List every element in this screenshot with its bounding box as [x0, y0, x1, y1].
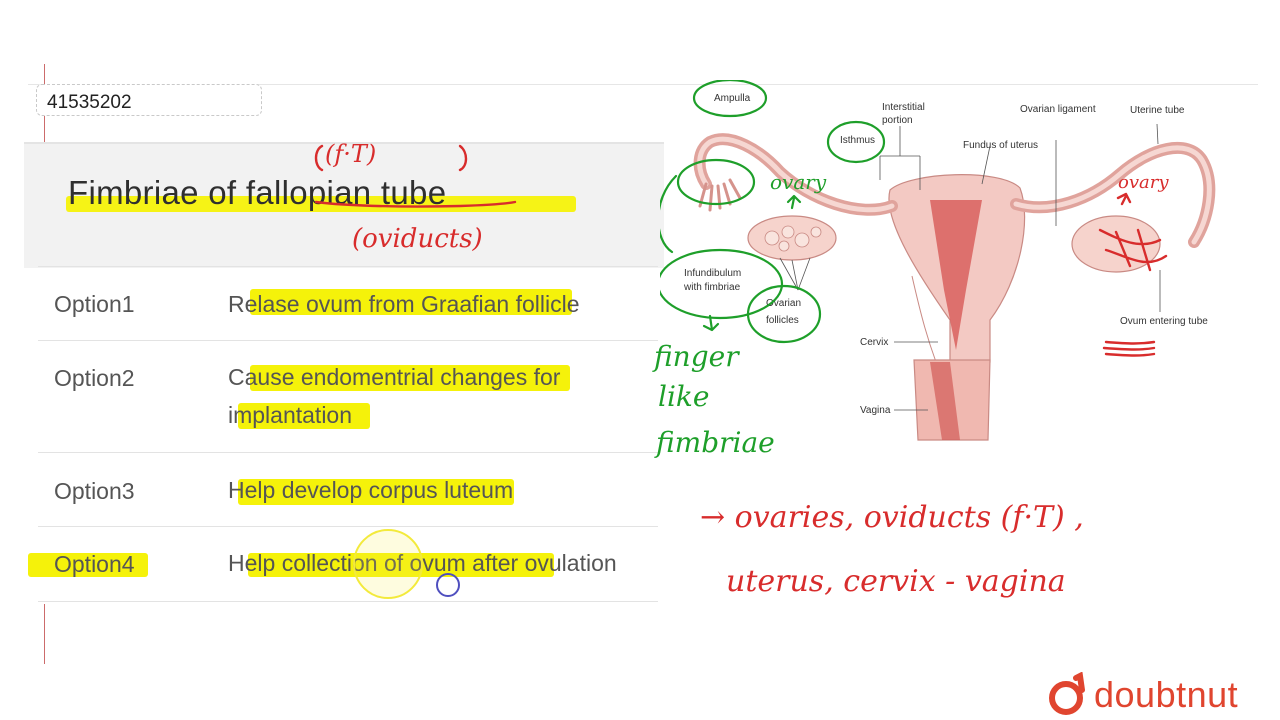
option-text: Cause endomentrial changes for implantat…: [228, 364, 561, 428]
label-infundibulum: Infundibulum: [684, 268, 741, 279]
right-ovary-scribble: [1098, 228, 1168, 272]
uterine-cavity: [930, 200, 982, 350]
ft-note: (f·T): [325, 140, 377, 168]
option-highlight: [238, 403, 370, 429]
label-fundus: Fundus of uterus: [963, 140, 1038, 151]
label-ampulla: Ampulla: [714, 93, 751, 104]
like-note: like: [658, 380, 710, 413]
label-with-fimbriae: with fimbriae: [683, 282, 741, 293]
option-highlight: [248, 553, 554, 577]
option-label: Option2: [54, 365, 135, 391]
left-ovary: [747, 215, 837, 261]
pointer-cursor: [353, 529, 460, 599]
option-highlight: [250, 365, 570, 391]
option-row-4[interactable]: Option4 Help collection of ovum after ov…: [28, 526, 658, 602]
option-label: Option4: [54, 551, 135, 577]
green-annotations: [660, 80, 886, 344]
question-title: Fimbriae of fallopian tube: [68, 174, 447, 211]
underline-stroke: [314, 200, 517, 208]
option-highlight: [28, 553, 148, 577]
question-id: 41535202: [36, 84, 262, 116]
paren-stroke: [314, 144, 324, 172]
fimbriae-note: fimbriae: [656, 426, 775, 459]
label-ovarian-ligament: Ovarian ligament: [1020, 104, 1096, 115]
option-row-1[interactable]: Option1 Relase ovum from Graafian follic…: [38, 266, 658, 341]
option-label: Option3: [54, 478, 135, 504]
label-cervix: Cervix: [860, 337, 888, 348]
brand-name: doubtnut: [1094, 674, 1239, 715]
label-vagina: Vagina: [860, 405, 891, 416]
red-annotations: [1102, 192, 1156, 357]
label-interstitial: Interstitial: [882, 102, 925, 113]
oviducts-note: (oviducts): [352, 224, 483, 254]
uterus-wall: [911, 275, 937, 363]
label-ovarian: Ovarian: [766, 298, 801, 309]
ovary-right-note: ovary: [1118, 172, 1169, 193]
left-fimbriae: [698, 178, 742, 212]
summary-line-1: → ovaries, oviducts (f·T) ,: [700, 500, 1084, 535]
option-text: Relase ovum from Graafian follicle: [228, 291, 580, 317]
option-highlight: [250, 289, 572, 315]
option-row-3[interactable]: Option3 Help develop corpus luteum: [38, 452, 658, 527]
doubtnut-logo-icon: [1049, 672, 1085, 715]
option-row-2[interactable]: Option2 Cause endomentrial changes for i…: [38, 340, 658, 453]
summary-line-2: uterus, cervix - vagina: [726, 564, 1066, 599]
option-highlight: [238, 479, 514, 505]
title-highlight: [66, 196, 576, 212]
option-text: Help develop corpus luteum: [228, 477, 514, 503]
label-uterine-tube: Uterine tube: [1130, 105, 1185, 116]
reproductive-diagram: Interstitial portion Isthmus Fundus of u…: [660, 80, 1216, 441]
label-ovum-entering: Ovum entering tube: [1120, 316, 1208, 327]
ovary-left-note: ovary: [770, 170, 827, 194]
label-portion: portion: [882, 115, 913, 126]
handwriting-notes: [314, 144, 517, 208]
label-follicles: follicles: [766, 315, 799, 326]
label-isthmus: Isthmus: [840, 135, 875, 146]
paren-stroke: [458, 144, 468, 172]
finger-note: finger: [654, 340, 739, 373]
option-label: Option1: [54, 291, 135, 317]
notebook-line: [28, 84, 1258, 85]
vaginal-canal: [930, 362, 960, 440]
